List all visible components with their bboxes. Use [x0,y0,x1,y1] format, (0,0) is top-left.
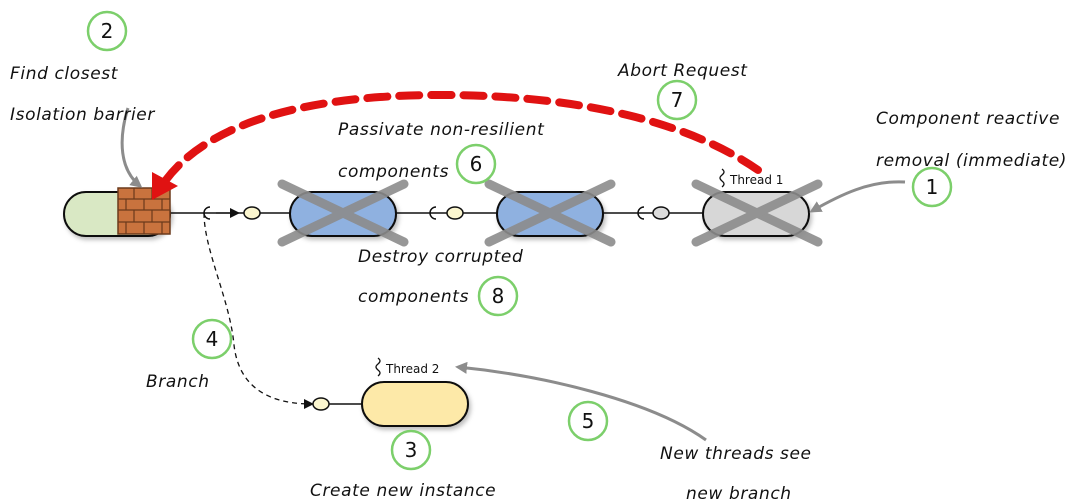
thread-squiggle-icon [375,357,381,377]
pointer-arrow [455,361,707,442]
socket-connector [637,206,645,220]
thread-squiggle-icon [719,168,725,188]
cross-mark-icon [277,179,409,247]
socket-connector [429,206,437,220]
thread1-label: Thread 1 [729,173,783,187]
new-instance-node [361,381,469,427]
branch-arrow [203,212,314,409]
new-threads-see-label: New threads see [660,444,812,464]
step-number: 2 [101,19,114,43]
step-number: 6 [470,152,483,176]
brick-wall-icon [117,187,171,235]
plug-connector [652,206,670,220]
step-badge-8: 8 [477,275,519,317]
destroy-components-label: components [358,287,469,307]
step-badge-2: 2 [86,10,128,52]
cross-mark-icon [484,179,616,247]
create-new-instance-label: Create new instance [310,481,496,501]
passivate-components-label: components [338,162,449,182]
step-badge-3: 3 [390,429,432,471]
step-badge-7: 7 [656,79,698,121]
cross-mark-icon [691,179,823,247]
passivate-label: Passivate non-resilient [338,120,545,140]
step-number: 5 [582,409,595,433]
destroy-corrupted-label: Destroy corrupted [358,247,523,267]
step-badge-4: 4 [191,318,233,360]
step-number: 3 [405,438,418,462]
step-number: 7 [671,88,684,112]
isolation-barrier-label: Isolation barrier [10,105,155,125]
step-badge-6: 6 [455,143,497,185]
plug-connector [312,397,330,411]
find-closest-label: Find closest [10,64,119,84]
step-badge-1: 1 [911,166,953,208]
step-number: 8 [492,284,505,308]
abort-request-label: Abort Request [617,61,748,81]
pointer-arrow [120,107,143,188]
pointer-arrow [809,180,906,213]
step-number: 1 [926,175,939,199]
removal-immediate-label: removal (immediate) [876,151,1067,171]
thread2-label: Thread 2 [385,362,439,376]
component-reactive-label: Component reactive [876,109,1060,129]
abort-arrowhead [152,172,178,200]
abort-request-arrow [159,90,762,188]
plug-connector [243,206,261,220]
plug-connector [446,206,464,220]
step-number: 4 [206,327,219,351]
branch-label: Branch [146,372,210,392]
step-badge-5: 5 [567,400,609,442]
new-branch-label: new branch [686,484,792,502]
